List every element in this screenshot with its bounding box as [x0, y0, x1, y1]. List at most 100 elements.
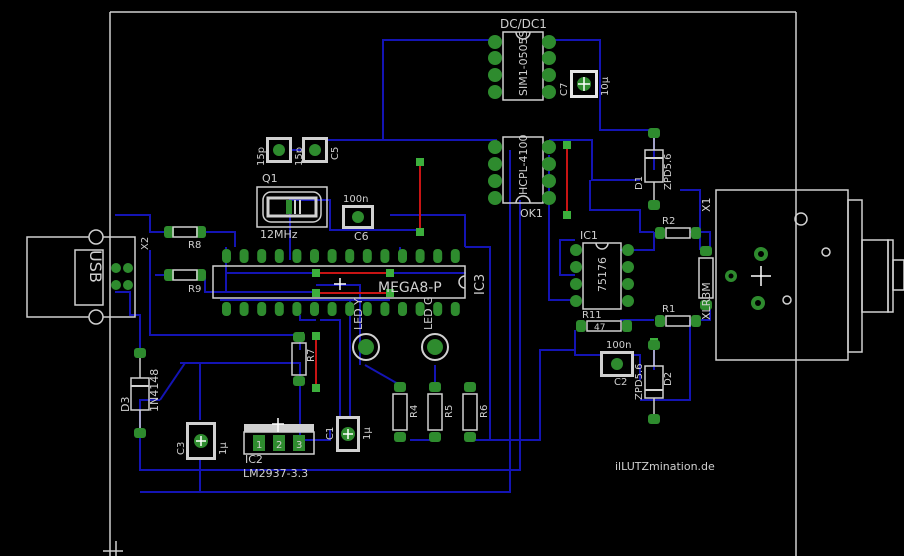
c3-value: 1µ — [218, 442, 229, 455]
r1-name: R1 — [662, 304, 675, 315]
ic3-pin-pad — [292, 249, 302, 263]
q1-value: 12MHz — [260, 228, 298, 241]
top-copper-traces — [315, 145, 568, 388]
ic3-pin-pad — [398, 302, 407, 316]
board-outline — [103, 11, 797, 556]
ic2-value: LM2937-3.3 — [243, 467, 308, 480]
ic3-pin-pad — [415, 302, 425, 316]
led-y-name: LED Y — [352, 298, 365, 330]
c1-value: 1µ — [362, 427, 373, 440]
ic3-pin-pad — [345, 249, 355, 263]
ic3-pin-pad — [362, 249, 372, 263]
ok1-name: OK1 — [520, 207, 543, 220]
capacitor-c4: 15p C5 — [294, 137, 341, 166]
resistor-r7: R7 — [291, 332, 317, 386]
microcontroller-ic3: MEGA8-P IC3 — [212, 249, 488, 316]
r7-name: R7 — [306, 349, 317, 362]
optocoupler: HCPL-4100 OK1 — [488, 135, 556, 220]
ic3-pin-pad — [239, 302, 249, 316]
ic3-pin-pad — [433, 249, 443, 263]
ic3-value: MEGA8-P — [378, 280, 442, 296]
d1-value: ZPD5.6 — [663, 154, 674, 190]
resistor-r11: R11 47 — [576, 310, 632, 333]
ic3-pin-pad — [222, 302, 231, 316]
ic2-pin-1: 1 — [256, 440, 262, 451]
ic3-pin-pad — [398, 249, 407, 263]
x2-name: X2 — [140, 237, 151, 250]
led-green: LED G — [421, 296, 449, 361]
led-yellow: LED Y — [352, 298, 380, 361]
r9-name: R9 — [188, 284, 201, 295]
ic3-pin-pad — [310, 249, 319, 263]
q1-name: Q1 — [262, 172, 278, 185]
capacitor-c2: 100n C2 — [600, 340, 634, 388]
c6-name: C6 — [354, 230, 369, 243]
x1-value: XLR3M — [700, 282, 713, 320]
c8-value: 15p — [256, 147, 267, 166]
c2-name: C2 — [614, 377, 627, 388]
x1-name: X1 — [700, 197, 713, 212]
ic3-pin-pad — [380, 249, 390, 263]
ic3-pin-pad — [222, 249, 231, 263]
usb-connector-x2: USB X2 — [26, 229, 151, 325]
ic3-pin-pad — [257, 249, 267, 263]
r8-name: R8 — [188, 240, 201, 251]
capacitor-c8: 15p — [256, 137, 292, 166]
ic3-pin-pad — [362, 302, 372, 316]
r2-name: R2 — [662, 216, 675, 227]
r6-name: R6 — [479, 405, 490, 418]
ic3-pin-pad — [345, 302, 355, 316]
credit-text: ilLUTZmination.de — [615, 460, 715, 473]
led-g-name: LED G — [422, 296, 435, 330]
resistor-r3 — [698, 246, 714, 310]
resistor-r9: R9 — [164, 269, 206, 295]
xlr-connector-x1: X1 XLR3M — [700, 189, 904, 361]
ic3-pin-pad — [274, 249, 284, 263]
ic2-name: IC2 — [245, 453, 263, 466]
usb-label: USB — [86, 250, 105, 283]
crystal-q1: Q1 12MHz — [256, 172, 328, 241]
capacitor-c6: 100n C6 — [342, 194, 374, 243]
dcdc-name: DC/DC1 — [500, 17, 547, 31]
transceiver-ic1: IC1 75176 — [570, 229, 634, 310]
c7-value: 10µ — [600, 76, 611, 96]
capacitor-c3: C3 1µ — [176, 422, 229, 460]
r5-name: R5 — [444, 405, 455, 418]
resistor-r6: R6 — [462, 382, 490, 442]
dcdc-converter: DC/DC1 SIM1-0505S — [488, 17, 556, 101]
ic3-pin-pad — [450, 249, 460, 263]
d2-value: ZPD5.6 — [634, 364, 645, 400]
capacitor-c7: C7 10µ — [559, 70, 611, 98]
ic2-pin-3: 3 — [296, 440, 302, 451]
ic2-pin-2: 2 — [276, 440, 282, 451]
c3-name: C3 — [176, 442, 187, 455]
r11-value: 47 — [594, 323, 605, 333]
resistor-r4: R4 — [392, 382, 420, 442]
ic3-pin-pad — [380, 302, 390, 316]
c2-value: 100n — [606, 340, 631, 351]
ic3-pin-pad — [310, 302, 319, 316]
ic3-pin-pad — [239, 249, 249, 263]
ic1-value: 75176 — [596, 257, 609, 292]
ic3-name: IC3 — [473, 274, 488, 295]
c6-value: 100n — [343, 194, 368, 205]
capacitor-c1: C1 1µ — [325, 416, 373, 452]
ic3-pin-pad — [433, 302, 443, 316]
ic3-pin-pad — [257, 302, 267, 316]
dcdc-value: SIM1-0505S — [517, 30, 530, 96]
c5-name: C5 — [330, 147, 341, 160]
diode-d3: D3 1N4148 — [119, 348, 161, 438]
diode-d2: ZPD5.6 D2 — [634, 340, 674, 424]
d3-value: 1N4148 — [148, 369, 161, 412]
ic3-pin-pad — [292, 302, 302, 316]
d3-name: D3 — [119, 397, 132, 412]
c1-name: C1 — [325, 427, 336, 440]
c4-value: 15p — [294, 147, 305, 166]
resistor-r8: R8 — [164, 226, 206, 251]
d2-name: D2 — [663, 372, 674, 386]
ic3-pin-pad — [415, 249, 425, 263]
ic3-pin-pad — [327, 249, 337, 263]
ic3-pin-pad — [450, 302, 460, 316]
resistor-r2: R2 — [655, 216, 701, 239]
